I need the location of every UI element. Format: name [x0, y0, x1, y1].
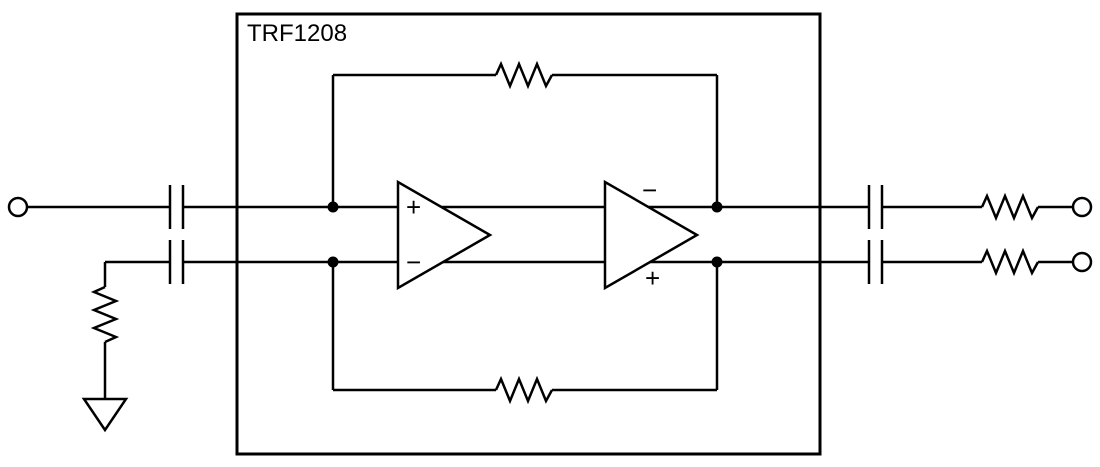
amp2-triangle	[603, 179, 700, 291]
node-dot-amp2-output-bottom	[711, 256, 723, 268]
amp2-minus-label: −	[642, 175, 657, 205]
node-dot-amp2-output-top	[711, 201, 723, 213]
amp2-plus-label: +	[645, 263, 660, 293]
wires	[27, 73, 1073, 399]
feedback-resistor-bottom	[494, 375, 554, 405]
node-dot-amp1-input-top	[327, 201, 339, 213]
output-terminal-bottom	[1071, 251, 1093, 273]
output-terminal-top	[1071, 196, 1093, 218]
feedback-resistor-top	[494, 60, 554, 90]
node-dot-amp1-input-bottom	[327, 256, 339, 268]
amp1-plus-label: +	[406, 192, 421, 222]
input-coupling-capacitor-bottom	[168, 240, 185, 284]
ic-boundary-box	[235, 12, 822, 456]
output-resistor-top	[980, 192, 1040, 222]
output-coupling-capacitor-bottom	[867, 240, 884, 284]
output-resistor-bottom	[980, 247, 1040, 277]
input-terminal	[7, 196, 29, 218]
amp1-minus-label: −	[406, 247, 421, 277]
ground-symbol	[81, 397, 129, 433]
termination-resistor	[90, 285, 120, 344]
ic-label: TRF1208	[247, 20, 347, 47]
input-coupling-capacitor-top	[168, 185, 185, 229]
amp1-triangle	[396, 179, 493, 291]
output-coupling-capacitor-top	[867, 185, 884, 229]
